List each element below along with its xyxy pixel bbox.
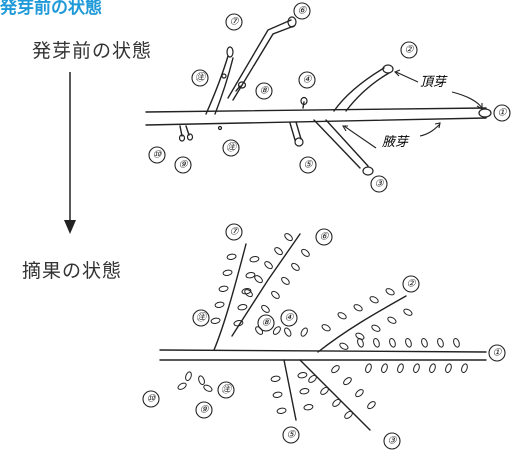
bud-label-text-after: ① ② ③ ④ ⑤ ⑥ ⑦ ⑧ ⑨ ⑩ ㊟ ㊟ [147,227,503,447]
buds-before [178,16,492,176]
branch-before [145,19,487,169]
bud-number: ⑥ [298,6,308,17]
axillary-bud-note: 腋芽 [382,135,410,150]
bud-number: ③ [388,436,398,447]
bud-labels-after [142,223,506,450]
bud-number: ⑧ [262,318,272,329]
bud-number: ⑩ [153,150,163,161]
bud-label-text-before: ① ② ③ ④ ⑤ ⑥ ⑦ ⑧ ⑨ ⑩ ㊟ ㊟ [153,6,508,190]
bud-number: ⑧ [260,86,270,97]
bud-number: ② [407,279,417,290]
bud-number: ⑤ [304,160,314,171]
bud-number: ㊟ [226,142,238,154]
branch-after [159,233,487,431]
bud-number: ⑦ [230,227,240,238]
bud-number: ⑥ [320,232,330,243]
bud-number: ㊟ [221,384,233,396]
bud-number: ③ [375,179,385,190]
page-heading: 発芽前の状態 [0,0,102,18]
bud-number: ㊟ [196,312,208,324]
label-fruit-thinning: 摘果の状態 [22,260,123,282]
bud-number: ⑨ [179,160,189,171]
bud-number: ⑩ [147,394,157,405]
label-before-budding: 発芽前の状態 [32,40,153,62]
bud-number: ① [498,108,508,119]
bud-number: ⑤ [287,430,297,441]
bud-number: ④ [285,313,295,324]
bud-number: ⑦ [230,17,240,28]
bud-number: ① [493,348,503,359]
transition-arrow [64,72,76,234]
bud-number: ② [405,45,415,56]
bud-number: ㊟ [195,72,207,84]
bud-number: ⑨ [200,405,210,416]
terminal-bud-note: 頂芽 [420,75,448,90]
bud-arrows [342,69,483,149]
bud-number: ④ [303,75,313,86]
bud-labels-before [148,2,511,193]
